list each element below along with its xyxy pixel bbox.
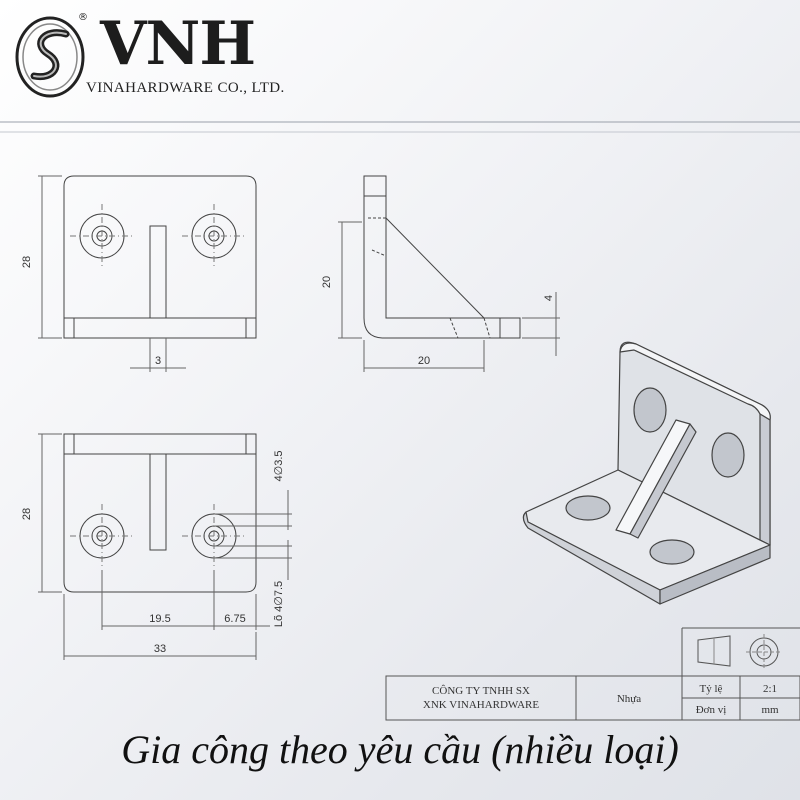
registered-mark: ® <box>78 12 88 23</box>
isometric-view <box>522 341 771 605</box>
front-height-dim: 28 <box>21 256 33 268</box>
front-view <box>38 175 257 372</box>
title-block-unit-label: Đơn vị <box>696 704 727 716</box>
side-width-dim: 20 <box>418 355 430 367</box>
bottom-view <box>38 433 292 660</box>
title-block-scale-label: Tỷ lệ <box>700 683 723 695</box>
company-name-line: VINAHARDWARE CO., LTD. <box>86 80 285 96</box>
title-block-company-line2: XNK VINAHARDWARE <box>423 699 539 711</box>
title-block <box>385 627 800 721</box>
hole-large-dim: Lõ 4∅7.5 <box>273 581 285 627</box>
side-view <box>338 175 560 372</box>
title-block-company-line1: CÔNG TY TNHH SX <box>432 685 530 697</box>
header: ® VNH VINAHARDWARE CO., LTD. <box>0 0 800 118</box>
front-rib-dim: 3 <box>155 355 161 367</box>
bottom-width-dim: 33 <box>154 643 166 655</box>
side-height-dim: 20 <box>321 276 333 288</box>
title-block-material: Nhựa <box>617 693 641 705</box>
vnh-logo-icon <box>15 16 85 98</box>
bottom-height-dim: 28 <box>21 508 33 520</box>
bottom-edge-dim: 6.75 <box>224 613 245 625</box>
side-thickness-dim: 4 <box>543 295 555 301</box>
hole-small-dim: 4∅3.5 <box>273 451 285 482</box>
title-block-scale-value: 2:1 <box>763 683 777 695</box>
caption: Gia công theo yêu cầu (nhiều loại) <box>121 727 679 772</box>
bottom-hole-spacing-dim: 19.5 <box>149 613 170 625</box>
title-block-unit-value: mm <box>761 704 779 716</box>
brand-name: VNH <box>100 9 256 79</box>
